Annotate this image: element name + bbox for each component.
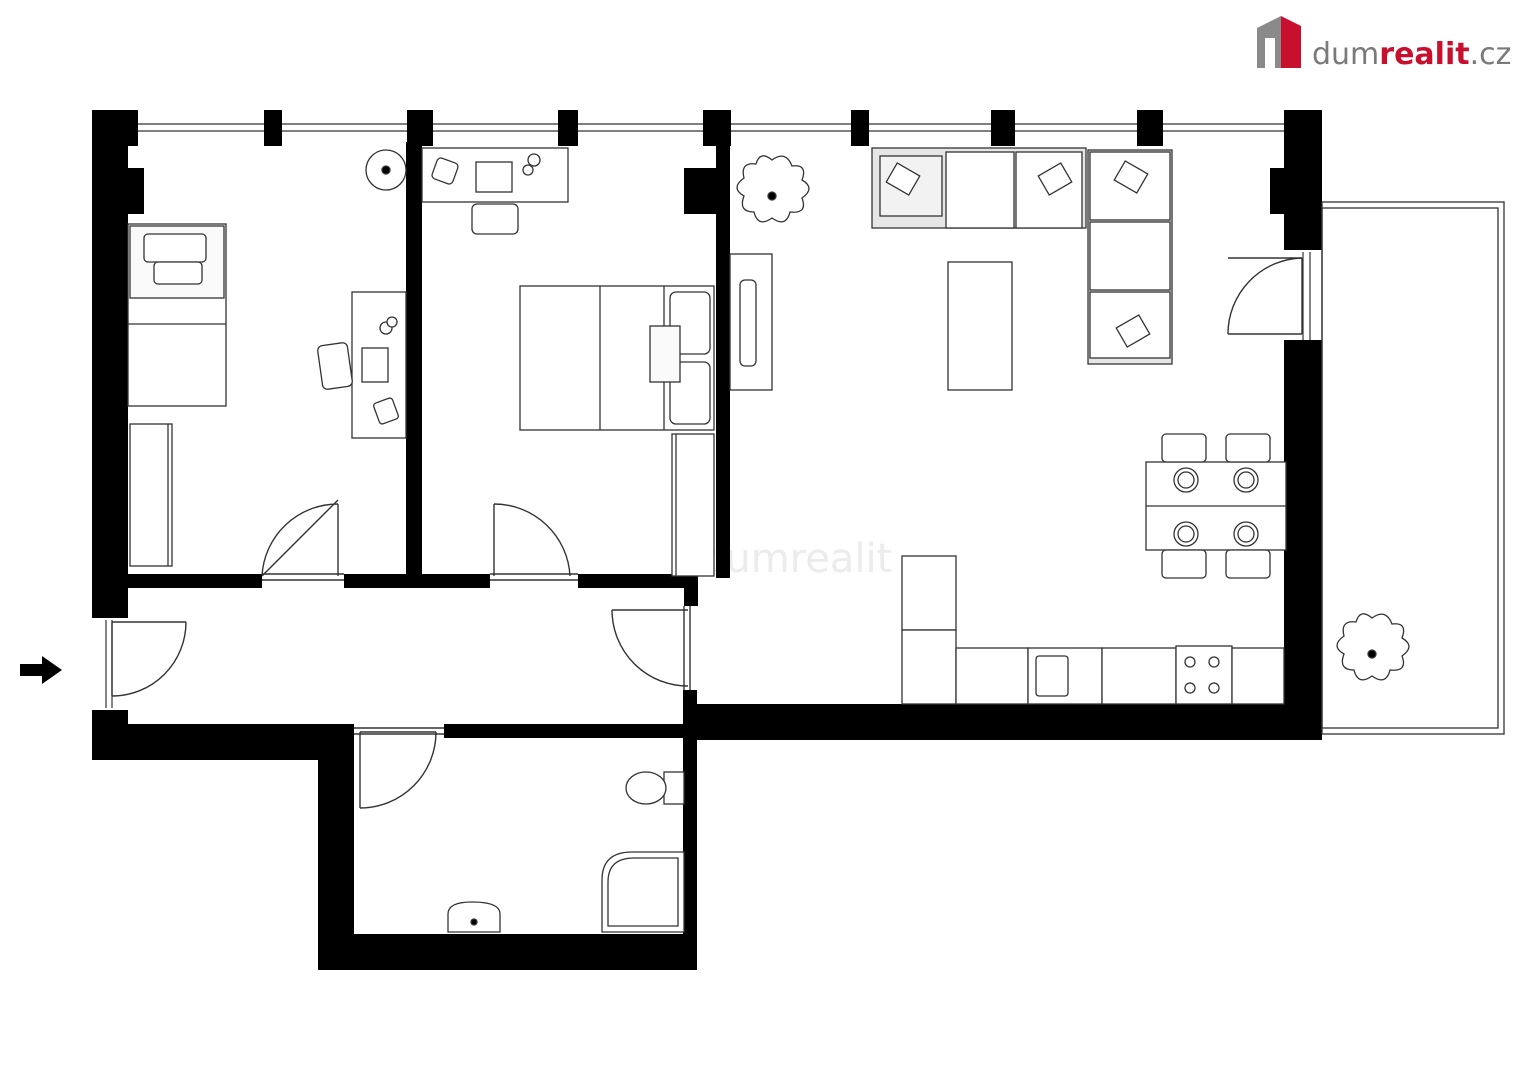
watermark-text: dumrealit <box>700 536 892 582</box>
toilet-icon <box>625 771 667 805</box>
dining-table <box>1145 433 1287 579</box>
wardrobe-1 <box>129 423 173 567</box>
balcony <box>1321 201 1505 735</box>
tv-icon <box>739 279 757 367</box>
dining-chair <box>1225 549 1271 579</box>
logo-part-realit: realit <box>1379 37 1469 72</box>
bathroom-door[interactable] <box>354 727 444 809</box>
corner-sofa <box>871 147 1173 365</box>
dining-chair <box>1161 433 1207 463</box>
doors <box>111 257 1303 809</box>
entrance-door[interactable] <box>111 621 187 697</box>
logo-part-dum: dum <box>1312 37 1379 72</box>
kitchen-counter <box>901 555 1285 705</box>
bathroom-fixtures <box>447 771 685 933</box>
toilet-tank <box>663 771 685 805</box>
dining-chair <box>1161 549 1207 579</box>
bedroom-2-furniture <box>421 147 715 577</box>
bedroom-1-furniture <box>127 149 407 567</box>
bedroom-1-door[interactable] <box>261 499 344 581</box>
walls <box>92 110 1322 970</box>
logo-text: dumrealit.cz <box>1312 37 1511 72</box>
arrow-right-icon <box>20 656 62 684</box>
living-room-door[interactable] <box>611 606 691 690</box>
house-logo-icon <box>1257 16 1301 68</box>
cooktop-icon <box>1175 645 1233 705</box>
desk-chair-1 <box>317 342 353 390</box>
balcony-door[interactable] <box>1227 257 1303 335</box>
dining-chair <box>1225 433 1271 463</box>
laptop-icon <box>361 347 389 383</box>
living-room-furniture <box>729 147 1287 705</box>
bedroom-2-door[interactable] <box>490 503 578 581</box>
plant-icon <box>1336 613 1410 681</box>
windows <box>105 123 1311 708</box>
desk-chair-2 <box>471 203 519 235</box>
laptop-icon <box>475 161 513 193</box>
logo-part-cz: .cz <box>1470 37 1512 72</box>
brand-logo: dumrealit.cz <box>1257 16 1511 72</box>
coffee-table <box>947 261 1013 391</box>
sink-icon <box>1035 655 1069 697</box>
wardrobe-2 <box>671 433 715 577</box>
washbasin-icon <box>447 901 501 933</box>
plant-icon <box>736 155 810 223</box>
